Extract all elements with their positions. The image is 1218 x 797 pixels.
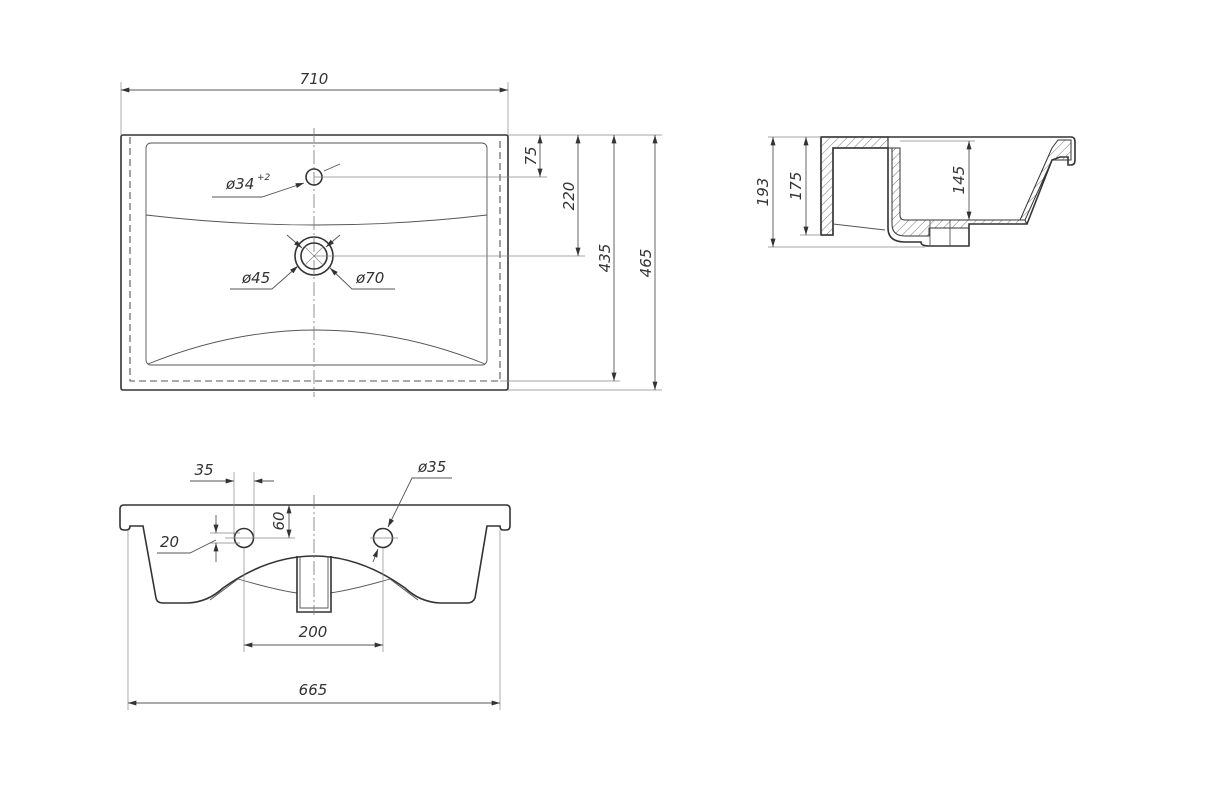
dim-60: 60	[270, 511, 288, 530]
hole-diameter-35: ø35	[417, 458, 446, 476]
dim-435: 435	[596, 244, 614, 273]
dim-665: 665	[299, 681, 328, 699]
basin-outline	[145, 142, 488, 366]
tap-hole-diameter: ø34	[225, 175, 254, 193]
dim-220: 220	[560, 182, 578, 211]
dim-35: 35	[194, 461, 213, 479]
dim-145: 145	[950, 166, 968, 195]
front-curve	[147, 329, 486, 365]
top-view: 710 75 220 435 465 ø34 +2 ø45 ø70	[120, 70, 662, 397]
dim-193: 193	[754, 178, 772, 207]
sink-outline	[120, 134, 509, 391]
dim-465: 465	[637, 249, 655, 278]
drain-outer-diameter: ø70	[355, 269, 384, 287]
side-section-view: 193 175 145	[754, 136, 1076, 248]
dim-width-710: 710	[300, 70, 329, 88]
dim-175: 175	[787, 172, 805, 201]
dim-20: 20	[160, 533, 179, 551]
front-outline	[119, 504, 511, 604]
tap-hole-tolerance: +2	[257, 173, 271, 183]
hidden-edge	[129, 137, 501, 382]
front-view: 35 60 20 ø35 200 665	[119, 458, 511, 710]
dim-75: 75	[522, 146, 540, 165]
drain-inner-diameter: ø45	[241, 269, 270, 287]
ridge-curve	[145, 214, 488, 226]
dim-200: 200	[299, 623, 328, 641]
